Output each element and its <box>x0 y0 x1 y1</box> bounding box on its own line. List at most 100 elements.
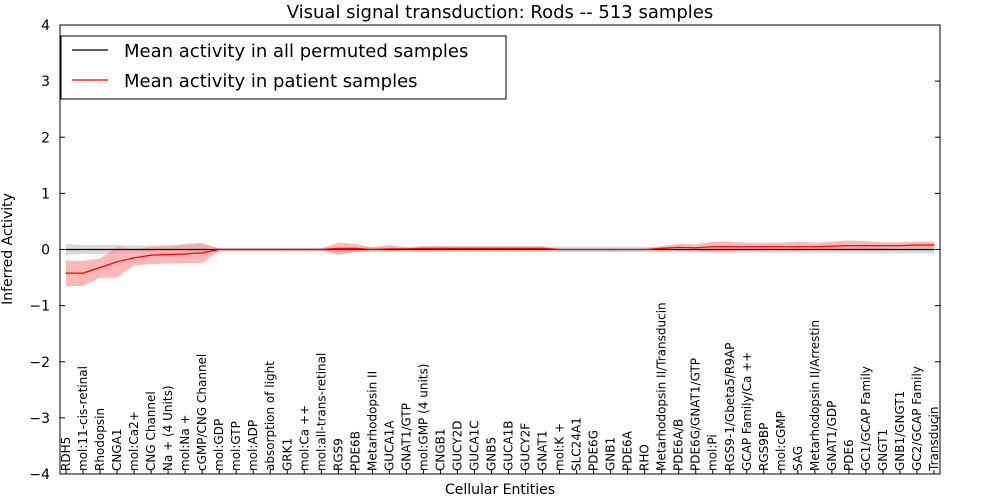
series-1-point <box>507 247 510 249</box>
x-tick-label: GNB5 <box>485 437 499 471</box>
series-0-point <box>507 248 510 251</box>
series-1-point <box>303 248 305 251</box>
series-1-point <box>559 248 561 251</box>
series-0-point <box>933 248 935 251</box>
series-1-point <box>490 247 493 249</box>
x-tick-label: PDE6G <box>587 430 601 471</box>
series-0-point <box>797 248 799 251</box>
x-tick-label: GC2/GCAP Family <box>910 366 924 471</box>
series-0-point <box>695 248 697 251</box>
x-tick-label: cGMP/CNG Channel <box>195 354 209 471</box>
series-1-point <box>354 247 356 249</box>
series-1-point <box>661 247 663 249</box>
series-0-point <box>65 248 67 251</box>
series-0-point <box>116 248 118 251</box>
series-0-point <box>524 248 527 251</box>
series-1-point <box>780 246 782 248</box>
series-1-point <box>133 257 135 259</box>
series-0-point <box>780 248 782 251</box>
x-tick-label: RGS9 <box>331 438 345 471</box>
y-tick-label: 3 <box>41 74 50 90</box>
x-tick-label: GC1/GCAP Family <box>859 366 873 471</box>
series-1-point <box>269 248 271 251</box>
x-tick-label: GUCY2D <box>451 421 465 471</box>
series-0-point <box>490 248 493 251</box>
series-0-point <box>848 248 850 251</box>
series-1-point <box>933 244 935 246</box>
series-0-point <box>712 248 714 251</box>
x-tick-label: Metarhodopsin II <box>365 371 379 471</box>
x-tick-label: GRK1 <box>280 438 294 471</box>
series-0-point <box>865 248 867 251</box>
y-tick-label: −3 <box>29 411 50 427</box>
series-1-line <box>66 244 934 274</box>
x-tick-label: Na + (4 Units) <box>161 385 175 471</box>
series-0-point <box>746 248 748 251</box>
series-1-point <box>524 247 527 249</box>
x-tick-label: GUCA1B <box>502 420 516 471</box>
series-0-point <box>133 248 135 251</box>
series-0-point <box>661 248 663 251</box>
series-1-point <box>712 246 714 248</box>
series-1-point <box>899 245 901 247</box>
x-tick-label: GNGT1 <box>876 429 890 471</box>
x-tick-label: GUCY2F <box>519 423 533 471</box>
x-tick-label: PDE6B <box>348 431 362 471</box>
series-0-point <box>184 248 186 251</box>
series-0-point <box>150 248 152 251</box>
x-tick-label: RHO <box>638 444 652 471</box>
x-tick-label: GUCA1C <box>468 420 482 471</box>
x-tick-label: SAG <box>791 446 805 471</box>
x-tick-label: mol:cGMP <box>774 411 788 471</box>
x-tick-label: mol:Na + <box>178 414 192 471</box>
series-1-point <box>729 246 731 248</box>
x-tick-label: GUCA1A <box>382 420 396 471</box>
series-1-point <box>116 261 118 263</box>
x-tick-label: mol:11-cis-retinal <box>76 366 90 471</box>
series-1-point <box>286 248 288 251</box>
series-1-point <box>201 252 203 254</box>
x-tick-label: mol:K + <box>553 423 567 471</box>
x-tick-label: mol:Pi <box>706 434 720 471</box>
y-axis-label: Inferred Activity <box>0 193 16 305</box>
series-1-point <box>405 248 407 250</box>
x-tick-label: GNB1/GNGT1 <box>893 391 907 471</box>
x-tick-label: Metarhodopsin II/Arrestin <box>808 320 822 471</box>
series-1-point <box>831 245 833 247</box>
series-1-point <box>320 248 322 251</box>
series-0-point <box>201 248 203 251</box>
y-tick-label: 4 <box>41 18 50 34</box>
x-tick-label: GNAT1/GTP <box>399 403 413 471</box>
series-1-point <box>65 272 67 274</box>
x-tick-label: PDE6 <box>842 439 856 471</box>
series-1-point <box>848 245 850 247</box>
series-1-point <box>541 247 544 249</box>
series-1-point <box>797 246 799 248</box>
confidence-bands <box>66 240 934 286</box>
x-tick-label: mol:ADP <box>246 420 260 471</box>
x-tick-label: mol:Ca ++ <box>297 405 311 471</box>
x-tick-label: mol:GTP <box>229 421 243 471</box>
series-1-point <box>82 272 84 274</box>
series-1-point <box>388 248 390 250</box>
series-0-point <box>167 248 169 251</box>
series-1-point <box>235 248 237 251</box>
series-1-point <box>371 248 373 251</box>
series-1-point <box>422 247 424 249</box>
series-1-point <box>916 244 918 246</box>
series-0-point <box>422 248 424 251</box>
x-tick-label: RGS9BP <box>757 423 771 471</box>
series-lines <box>65 244 935 274</box>
x-tick-label: PDE6G/GNAT1/GTP <box>689 358 703 471</box>
x-tick-label: SLC24A1 <box>570 417 584 471</box>
x-tick-label: GNAT1 <box>536 430 550 471</box>
x-tick-label: mol:GDP <box>212 419 226 471</box>
series-1-point <box>439 247 441 249</box>
series-1-point <box>218 248 220 251</box>
series-0-point <box>763 248 765 251</box>
series-1-point <box>576 248 578 251</box>
series-0-point <box>814 248 816 251</box>
